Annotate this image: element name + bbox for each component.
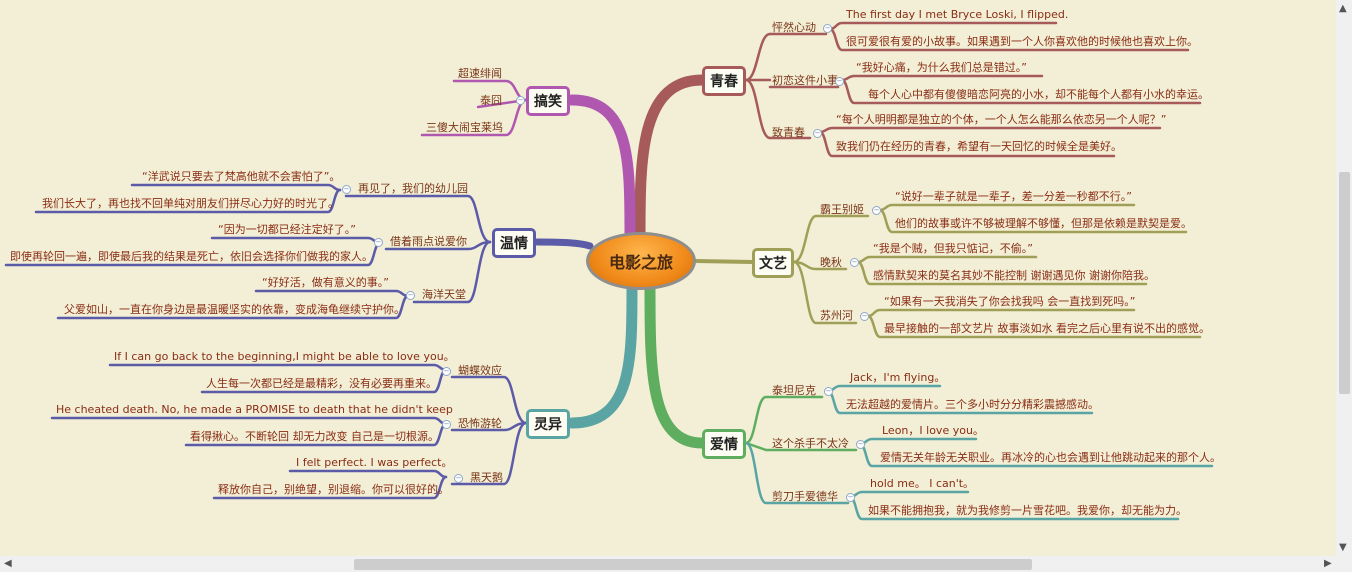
scroll-right-arrow-icon[interactable]: ▶	[1324, 558, 1332, 569]
branch-aiqing[interactable]: 爱情	[702, 429, 746, 459]
leaf-note[interactable]: Leon，I love you。	[882, 424, 984, 437]
leaf-note[interactable]: hold me。 I can't。	[870, 477, 975, 490]
trunk-wenyi	[694, 259, 754, 264]
collapse-toggle-icon[interactable]: −	[406, 291, 415, 300]
subtopic[interactable]: 恐怖游轮	[458, 417, 502, 430]
subtopic[interactable]: 苏州河	[820, 309, 853, 322]
leaf-note[interactable]: 释放你自己，别绝望，别退缩。你可以很好的。	[218, 483, 449, 496]
branch-gaoxiao[interactable]: 搞笑	[526, 86, 570, 116]
branch-wenyi[interactable]: 文艺	[752, 248, 794, 278]
leaf-note[interactable]: 无法超越的爱情片。三个多小时分分精彩震撼感动。	[846, 398, 1099, 411]
collapse-toggle-icon[interactable]: −	[516, 96, 525, 105]
scroll-left-arrow-icon[interactable]: ◀	[4, 558, 12, 569]
leaf-note[interactable]: If I can go back to the beginning,I migh…	[114, 350, 455, 363]
subtopic[interactable]: 霸王别姬	[820, 203, 864, 216]
collapse-toggle-icon[interactable]: −	[342, 185, 351, 194]
trunk-qingchun	[634, 74, 708, 242]
collapse-toggle-icon[interactable]: −	[454, 474, 463, 483]
collapse-toggle-icon[interactable]: −	[442, 420, 451, 429]
subtopic[interactable]: 借着雨点说爱你	[390, 235, 467, 248]
leaf-note[interactable]: “每个人明明都是独立的个体，一个人怎么能那么依恋另一个人呢？”	[836, 113, 1167, 126]
collapse-toggle-icon[interactable]: −	[850, 258, 859, 267]
collapse-toggle-icon[interactable]: −	[835, 77, 844, 86]
subtopic[interactable]: 剪刀手爱德华	[772, 490, 838, 503]
scroll-down-arrow-icon[interactable]: ▼	[1339, 542, 1347, 553]
subtopic[interactable]: 初恋这件小事	[772, 74, 838, 87]
leaf-note[interactable]: 感情默契来的莫名其妙不能控制 谢谢遇见你 谢谢你陪我。	[873, 269, 1155, 282]
vertical-scroll-thumb[interactable]	[1339, 172, 1350, 394]
branch-lingyi[interactable]: 灵异	[526, 409, 570, 439]
leaf-note[interactable]: “如果有一天我消失了你会找我吗 会一直找到死吗。”	[884, 295, 1136, 308]
leaf-note[interactable]: 爱情无关年龄无关职业。再冰冷的心也会遇到让他跳动起来的那个人。	[880, 451, 1221, 464]
leaf-note[interactable]: The first day I met Bryce Loski, I flipp…	[846, 8, 1069, 21]
leaf-note[interactable]: 父爱如山，一直在你身边是最温暖坚实的依靠，变成海龟继续守护你。	[64, 303, 405, 316]
leaf-note[interactable]: “好好活，做有意义的事。”	[262, 276, 389, 289]
collapse-toggle-icon[interactable]: −	[824, 387, 833, 396]
scrollbar-corner	[1336, 556, 1352, 572]
subtopic[interactable]: 再见了，我们的幼儿园	[358, 182, 468, 195]
leaf-note[interactable]: 最早接触的一部文艺片 故事淡如水 看完之后心里有说不出的感觉。	[884, 322, 1210, 335]
leaf-note[interactable]: 人生每一次都已经是最精彩，没有必要再重来。	[206, 377, 437, 390]
leaf-note[interactable]: 每个人心中都有傻傻暗恋阿亮的小水，却不能每个人都有小水的幸运。	[868, 88, 1209, 101]
leaf-note[interactable]: 即使再轮回一遍，即使最后我的结果是死亡，依旧会选择你们做我的家人。	[10, 250, 373, 263]
horizontal-scroll-thumb[interactable]	[354, 559, 1032, 570]
subtopic[interactable]: 三傻大闹宝莱坞	[426, 121, 503, 134]
leaf-note[interactable]: “因为一切都已经注定好了。”	[218, 223, 356, 236]
subtopic[interactable]: 蝴蝶效应	[458, 364, 502, 377]
collapse-toggle-icon[interactable]: −	[860, 312, 869, 321]
leaf-note[interactable]: 很可爱很有爱的小故事。如果遇到一个人你喜欢他的时候他也喜欢上你。	[846, 35, 1198, 48]
leaf-note[interactable]: “说好一辈子就是一辈子，差一分差一秒都不行。”	[895, 190, 1132, 203]
leaf-note[interactable]: “我好心痛，为什么我们总是错过。”	[856, 61, 1027, 74]
collapse-toggle-icon[interactable]: −	[846, 493, 855, 502]
leaf-note[interactable]: “洋武说只要去了梵高他就不会害怕了”。	[142, 170, 341, 183]
trunk-aiqing	[644, 282, 708, 449]
subtopic[interactable]: 怦然心动	[772, 21, 816, 34]
collapse-toggle-icon[interactable]: −	[823, 24, 832, 33]
mindmap-canvas[interactable]: 电影之旅 青春 文艺 爱情 灵异 温情 搞笑 怦然心动 初恋这件小事 致青春 −…	[0, 0, 1336, 556]
scroll-up-arrow-icon[interactable]: ▲	[1339, 3, 1347, 14]
leaf-note[interactable]: Jack，I'm flying。	[850, 371, 946, 384]
subtopic[interactable]: 黑天鹅	[470, 471, 503, 484]
leaf-note[interactable]: 致我们仍在经历的青春，希望有一天回忆的时候全是美好。	[836, 140, 1122, 153]
leaf-note[interactable]: He cheated death. No, he made a PROMISE …	[56, 403, 453, 416]
leaf-note[interactable]: I felt perfect. I was perfect。	[296, 456, 453, 469]
trunk-gaoxiao	[566, 94, 636, 242]
collapse-toggle-icon[interactable]: −	[872, 206, 881, 215]
trunk-lingyi	[566, 282, 638, 429]
leaf-note[interactable]: “我是个贼，但我只惦记，不偷。”	[873, 242, 1033, 255]
branch-wenqing[interactable]: 温情	[492, 228, 536, 258]
subtopic[interactable]: 超速绯闻	[458, 67, 502, 80]
subtopic[interactable]: 海洋天堂	[422, 288, 466, 301]
leaf-note[interactable]: 看得揪心。不断轮回 却无力改变 自己是一切根源。	[190, 430, 439, 443]
collapse-toggle-icon[interactable]: −	[813, 129, 822, 138]
branch-qingchun[interactable]: 青春	[702, 66, 746, 96]
subtopic[interactable]: 泰囧	[480, 94, 502, 107]
subtopic[interactable]: 晚秋	[820, 256, 842, 269]
leaf-note[interactable]: 如果不能拥抱我，就为我修剪一片雪花吧。我爱你，却无能为力。	[868, 504, 1187, 517]
collapse-toggle-icon[interactable]: −	[442, 367, 451, 376]
central-topic[interactable]: 电影之旅	[586, 232, 696, 290]
leaf-note[interactable]: 他们的故事或许不够被理解不够懂，但那是依赖是默契是爱。	[895, 217, 1192, 230]
leaf-note[interactable]: 我们长大了，再也找不回单纯对朋友们拼尽心力好的时光了。	[42, 197, 339, 210]
trunk-wenqing	[533, 238, 594, 250]
subtopic[interactable]: 泰坦尼克	[772, 384, 816, 397]
collapse-toggle-icon[interactable]: −	[374, 238, 383, 247]
connector-lines	[4, 21, 1214, 521]
subtopic[interactable]: 这个杀手不太冷	[772, 437, 849, 450]
subtopic[interactable]: 致青春	[772, 126, 805, 139]
collapse-toggle-icon[interactable]: −	[856, 440, 865, 449]
